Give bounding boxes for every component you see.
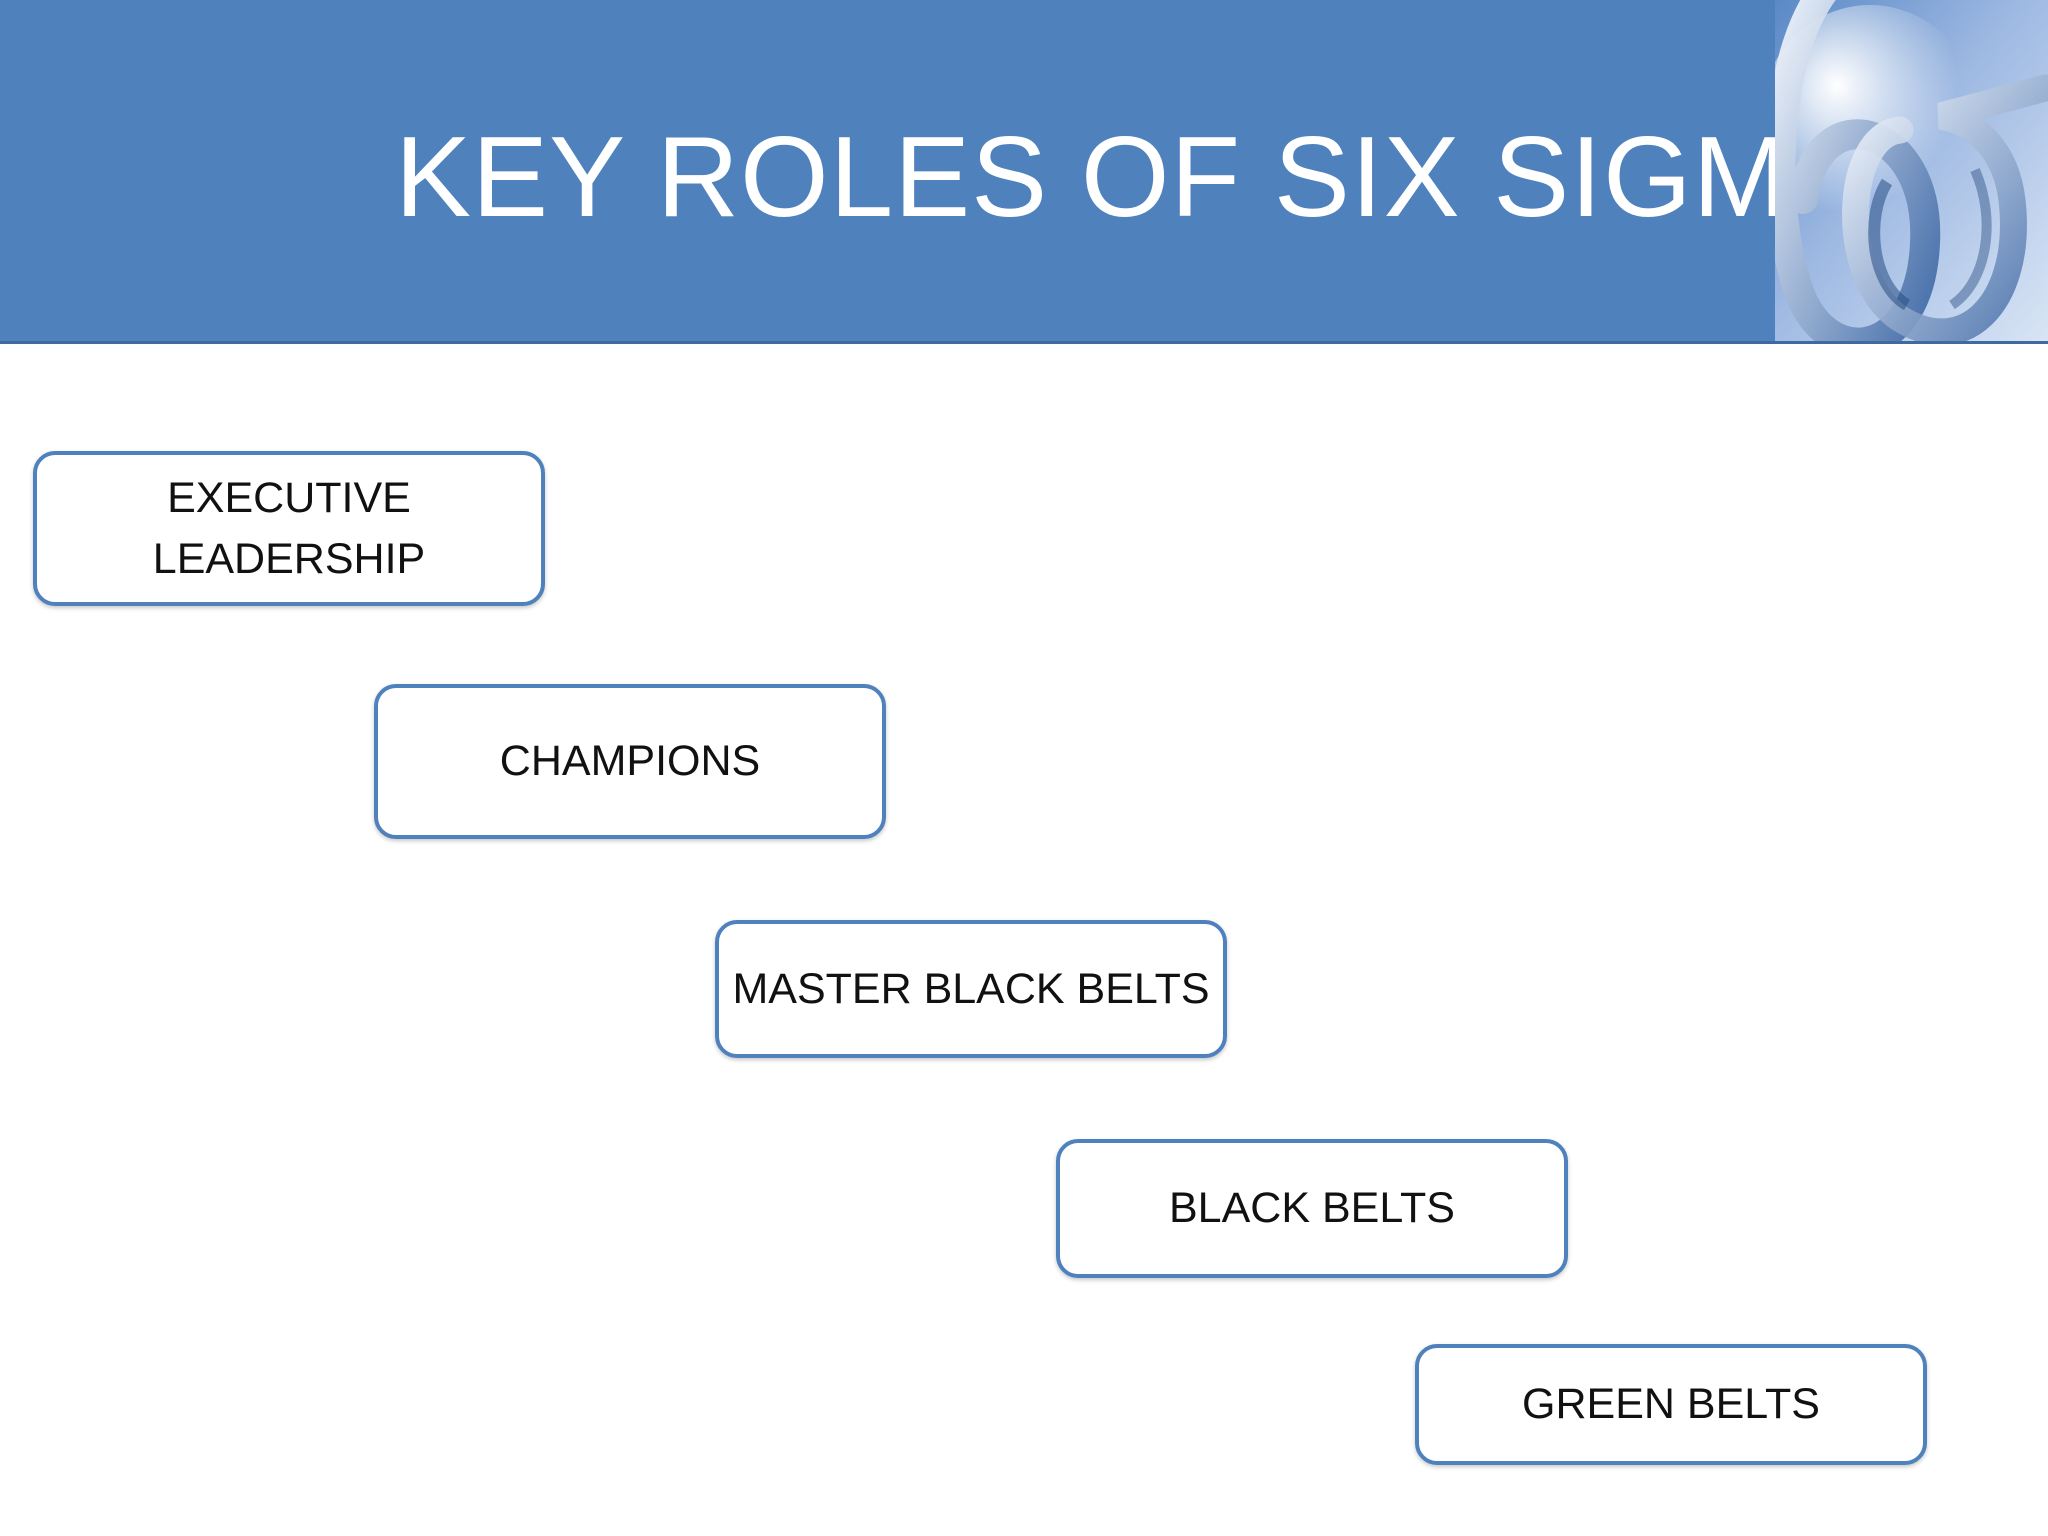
role-label-green-belts: GREEN BELTS	[1522, 1380, 1820, 1428]
role-box-black-belts: BLACK BELTS	[1056, 1139, 1568, 1278]
role-label-master-black-belts: MASTER BLACK BELTS	[732, 964, 1210, 1013]
role-label-champions: CHAMPIONS	[499, 737, 761, 785]
role-box-executive-leadership: EXECUTIVE LEADERSHIP	[33, 451, 545, 606]
role-box-master-black-belts: MASTER BLACK BELTS	[715, 920, 1227, 1058]
role-box-champions: CHAMPIONS	[374, 684, 886, 839]
six-sigma-logo-icon	[1775, 0, 2048, 341]
role-box-green-belts: GREEN BELTS	[1415, 1344, 1927, 1465]
slide-title: KEY ROLES OF SIX SIGMA	[395, 114, 1866, 241]
title-banner: KEY ROLES OF SIX SIGMA	[0, 0, 2048, 344]
role-label-executive-leadership: EXECUTIVE LEADERSHIP	[152, 473, 426, 583]
role-label-black-belts: BLACK BELTS	[1169, 1184, 1455, 1232]
